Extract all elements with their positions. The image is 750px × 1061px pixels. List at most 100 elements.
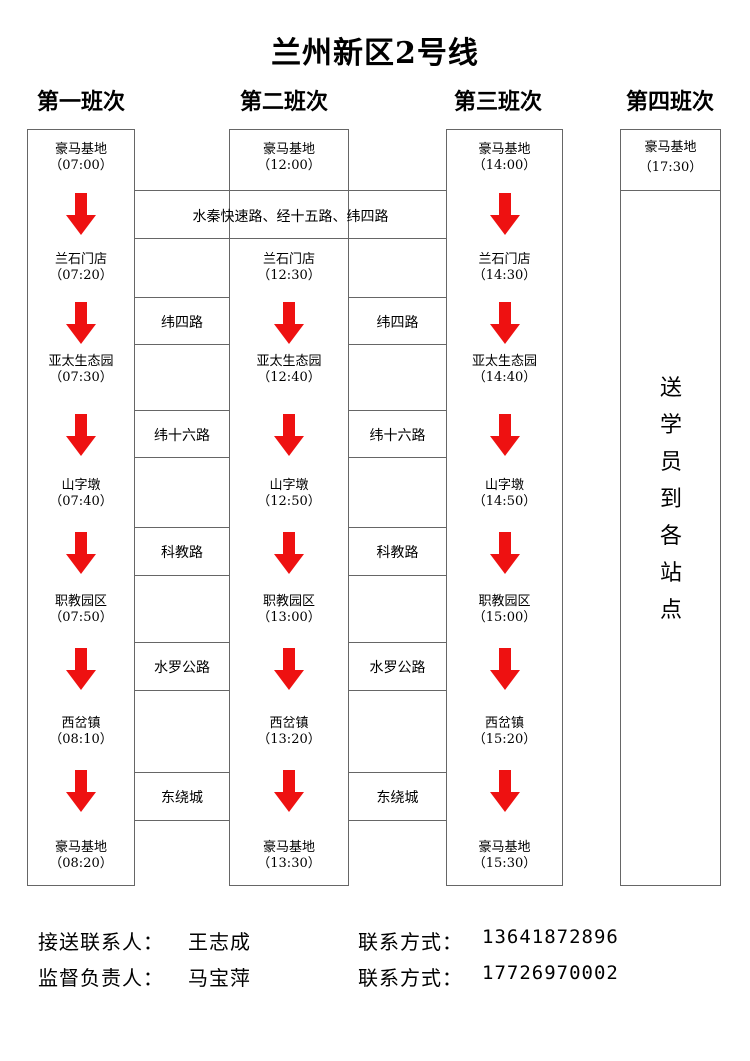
contact-label-1: 接送联系人： [38, 930, 164, 954]
down-arrow-icon [489, 648, 520, 690]
road-band-bottom [135, 238, 446, 239]
down-arrow-icon [66, 532, 96, 574]
gap1-road-label-2: 纬十六路 [154, 427, 210, 444]
shift2-stop-time-7: （13:30） [257, 856, 321, 871]
shift4-note-char-4: 到 [659, 487, 682, 512]
shift1-stop-time-4: （07:40） [49, 494, 113, 509]
shift2-stop-name-7: 豪马基地 [262, 840, 315, 855]
shift3-stop-name-1: 豪马基地 [478, 142, 531, 157]
road-band-top [135, 190, 446, 191]
gap1-road3-bottom [135, 575, 229, 576]
shift2-stop-time-5: （13:00） [257, 610, 321, 625]
down-arrow-icon [489, 770, 520, 812]
shift1-stop-time-3: （07:30） [49, 370, 113, 385]
down-arrow-icon [489, 532, 520, 574]
gap2-road-label-5: 东绕城 [376, 790, 419, 806]
gap1-road5-bottom [135, 820, 229, 821]
gap1-road4-bottom [135, 690, 229, 691]
gap2-road3-bottom [349, 575, 446, 576]
down-arrow-icon [489, 414, 520, 456]
gap2-road4-top [349, 642, 446, 643]
gap2-road-label-2: 纬十六路 [369, 427, 426, 444]
shift4-note-char-1: 送 [659, 376, 682, 401]
shift1-stop-time-6: （08:10） [49, 732, 113, 747]
down-arrow-icon [274, 302, 304, 344]
shift4-note-char-6: 站 [659, 561, 682, 586]
gap1-road1-bottom [135, 344, 229, 345]
gap1-road5-top [135, 772, 229, 773]
shift2-stop-time-3: （12:40） [257, 370, 321, 385]
shift3-stop-time-3: （14:40） [472, 370, 537, 385]
shift-column-3 [446, 129, 563, 886]
page-title: 兰州新区2号线 [271, 36, 479, 71]
shift4-note-char-2: 学 [659, 413, 682, 438]
gap2-road4-bottom [349, 690, 446, 691]
down-arrow-icon [66, 414, 96, 456]
shift3-stop-name-6: 西岔镇 [484, 716, 524, 731]
shift1-stop-time-5: （07:50） [49, 610, 113, 625]
shift2-stop-name-2: 兰石门店 [262, 252, 315, 267]
shift3-stop-time-6: （15:20） [472, 732, 537, 747]
contact-label-2: 监督负责人： [38, 966, 164, 990]
column-heading-3: 第三班次 [453, 89, 542, 115]
shift2-stop-time-4: （12:50） [257, 494, 321, 509]
shift1-stop-name-5: 职教园区 [54, 594, 107, 609]
gap2-road-label-1: 纬四路 [376, 314, 419, 331]
gap1-road-label-3: 科教路 [161, 545, 203, 561]
contact-phone-2: 17726970002 [482, 962, 619, 984]
gap2-road5-bottom [349, 820, 446, 821]
shift2-stop-time-1: （12:00） [257, 158, 321, 173]
contact-phone-label-2: 联系方式： [358, 966, 463, 990]
gap2-road5-top [349, 772, 446, 773]
road-band-mask [230, 191, 348, 237]
down-arrow-icon [489, 193, 520, 235]
gap1-road1-top [135, 297, 229, 298]
shift2-stop-name-4: 山字墩 [269, 478, 309, 493]
down-arrow-icon [66, 770, 96, 812]
gap1-road3-top [135, 527, 229, 528]
shift3-stop-time-1: （14:00） [472, 158, 537, 173]
shift2-stop-name-5: 职教园区 [262, 594, 315, 609]
shift4-divider [620, 190, 721, 191]
shift1-stop-time-1: （07:00） [49, 158, 113, 173]
shift4-note-char-7: 点 [659, 598, 682, 623]
down-arrow-icon [66, 302, 96, 344]
contact-phone-1: 13641872896 [482, 926, 619, 948]
column-heading-2: 第二班次 [239, 89, 328, 115]
shift3-stop-time-5: （15:00） [472, 610, 537, 625]
gap2-road2-top [349, 410, 446, 411]
shift1-stop-time-2: （07:20） [49, 268, 113, 283]
shift4-note-char-3: 员 [659, 450, 682, 475]
shift3-stop-time-2: （14:30） [472, 268, 537, 283]
gap2-road1-bottom [349, 344, 446, 345]
gap2-road3-top [349, 527, 446, 528]
column-heading-1: 第一班次 [36, 89, 125, 115]
down-arrow-icon [489, 302, 520, 344]
shift1-stop-name-4: 山字墩 [61, 478, 101, 493]
shift-column-1 [27, 129, 135, 886]
down-arrow-icon [274, 414, 304, 456]
down-arrow-icon [274, 648, 304, 690]
shift3-stop-time-4: （14:50） [472, 494, 537, 509]
shift2-stop-name-1: 豪马基地 [262, 142, 315, 157]
shift3-stop-name-2: 兰石门店 [478, 252, 531, 267]
shift4-stop-name-1: 豪马基地 [644, 140, 697, 155]
shift2-stop-name-3: 亚太生态园 [256, 354, 322, 369]
gap2-road2-bottom [349, 457, 446, 458]
gap1-road2-top [135, 410, 229, 411]
shift1-stop-name-2: 兰石门店 [54, 252, 107, 267]
shift1-stop-name-1: 豪马基地 [54, 142, 107, 157]
shift-column-2 [229, 129, 349, 886]
gap1-road-label-1: 纬四路 [161, 314, 203, 331]
gap1-road-label-4: 水罗公路 [154, 660, 210, 676]
gap1-road4-top [135, 642, 229, 643]
column-heading-4: 第四班次 [625, 89, 714, 115]
shift3-stop-name-5: 职教园区 [478, 594, 531, 609]
gap2-road1-top [349, 297, 446, 298]
contact-name-2: 马宝萍 [188, 966, 251, 990]
shift-column-4 [620, 129, 721, 886]
down-arrow-icon [66, 648, 96, 690]
down-arrow-icon [66, 193, 96, 235]
contact-name-1: 王志成 [188, 930, 251, 954]
road-first: 水秦快速路、经十五路、纬四路 [192, 209, 389, 225]
